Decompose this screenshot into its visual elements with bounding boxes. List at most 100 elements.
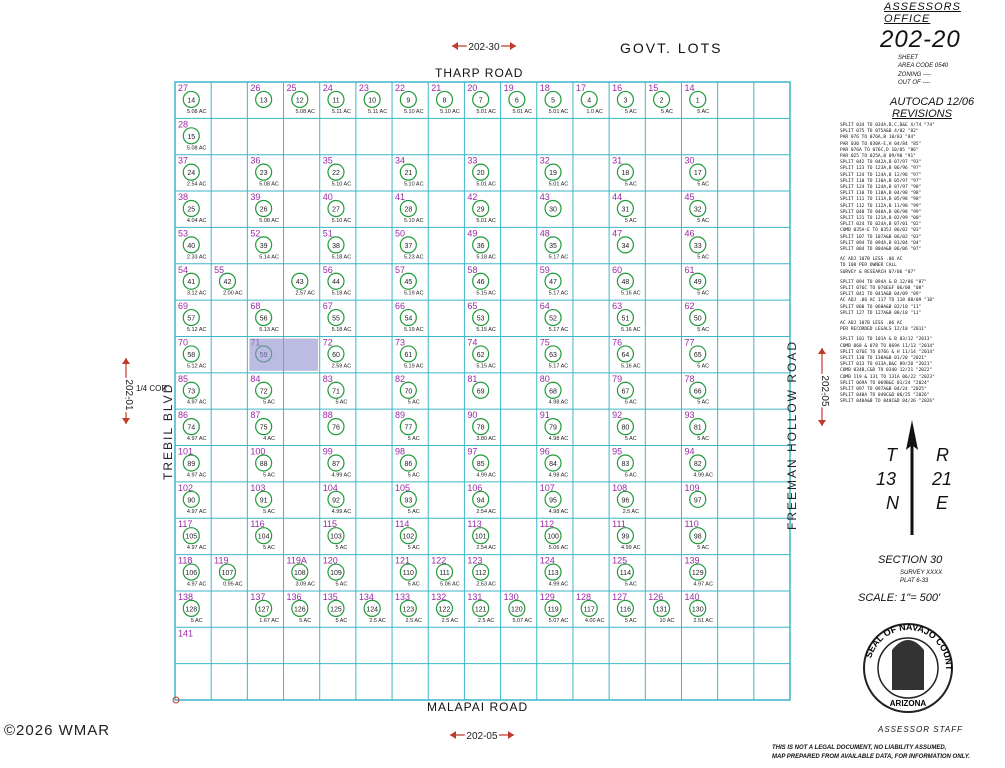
parcel-number: 110 <box>403 570 414 577</box>
parcel-circle <box>182 199 200 218</box>
parcel-circle <box>544 418 562 436</box>
revision-entry: PAR 030 TO 030A-E,H 04/84 "85" <box>840 141 922 147</box>
parcel-number: 48 <box>621 279 629 286</box>
parcel-acreage: 5.19 AC <box>404 327 424 333</box>
parcel-circle <box>182 418 200 436</box>
parcel-number: 92 <box>332 497 340 504</box>
parcel-id: 128 <box>576 592 591 602</box>
parcel-circle <box>472 163 490 181</box>
parcel-circle <box>544 345 562 363</box>
parcel-circle <box>399 381 417 399</box>
parcel-acreage: 5 AC <box>625 218 637 224</box>
parcel-acreage: 5.10 AC <box>440 109 460 115</box>
parcel-id: 96 <box>540 447 550 457</box>
parcel-circle <box>399 345 417 363</box>
parcel-acreage: 2.33 AC <box>187 254 207 260</box>
out-of: OUT OF ---- <box>898 80 931 86</box>
township-number: 13 <box>876 469 897 489</box>
parcel-circle <box>327 454 345 472</box>
parcel-number: 57 <box>187 316 195 323</box>
parcel-acreage: 5.16 AC <box>621 363 641 369</box>
parcel-number: 15 <box>187 134 195 141</box>
parcel-acreage: 5.10 AC <box>404 182 424 188</box>
parcel-id: 14 <box>684 83 694 93</box>
parcel-circle <box>616 490 634 508</box>
parcel-acreage: 5 AC <box>661 109 673 115</box>
parcel-acreage: 5 AC <box>697 327 709 333</box>
parcel-acreage: 3.12 AC <box>187 291 207 297</box>
parcel-circle <box>544 199 562 218</box>
parcel-acreage: 5.01 AC <box>549 182 569 188</box>
parcel-circle <box>327 599 345 617</box>
parcel-number: 90 <box>187 497 195 504</box>
parcel-acreage: 5.19 AC <box>404 291 424 297</box>
revision-entry: SPLIT 124 TO 124A,B 07/97 "98" <box>840 185 922 190</box>
parcel-id: 60 <box>612 265 622 275</box>
scale-label: SCALE: 1"= 500' <box>858 592 941 604</box>
parcel-id: 94 <box>684 447 694 457</box>
parcel-acreage: 5.15 AC <box>476 363 496 369</box>
parcel-acreage: 2.59 AC <box>332 363 352 369</box>
parcel-circle <box>652 90 671 109</box>
parcel-number: 45 <box>404 279 412 286</box>
assessors-office-title: ASSESSORS OFFICE <box>884 1 961 25</box>
parcel-number: 88 <box>260 461 268 468</box>
parcel-circle <box>544 163 562 181</box>
parcel-id: 113 <box>467 519 481 529</box>
revision-entry: SPLIT 040A TO 040C&D 06/25 "2026" <box>840 393 930 399</box>
parcel-circle <box>472 527 490 545</box>
parcel-acreage: 4 AC <box>263 436 275 442</box>
parcel-acreage: 4.99 AC <box>549 581 569 587</box>
parcel-circle <box>255 90 273 109</box>
parcel-acreage: 5.07 AC <box>549 618 569 624</box>
parcel-number: 47 <box>549 279 557 286</box>
parcel-id: 115 <box>323 519 337 529</box>
parcel-acreage: 2.5 AC <box>406 618 423 624</box>
parcel-number: 99 <box>621 534 629 541</box>
parcel-acreage: 4.97 AC <box>187 545 207 551</box>
revision-entry: SPLIT 121 TO 121A,B 02/99 "00" <box>840 216 922 221</box>
revision-entry: COMB 068 & 078 TO 069A 11/13 "2014" <box>840 343 935 349</box>
parcel-acreage: 5 AC <box>299 618 311 624</box>
parcel-acreage: 5.13 AC <box>259 327 279 333</box>
parcel-circle <box>255 418 273 436</box>
parcel-acreage: 5.12 AC <box>187 327 207 333</box>
parcel-id: 141 <box>178 628 193 638</box>
parcel-circle <box>327 345 345 363</box>
parcel-acreage: 5.10 AC <box>332 182 352 188</box>
parcel-id: 44 <box>612 192 622 202</box>
parcel-id: 129 <box>540 592 555 602</box>
parcel-acreage: 2.00 AC <box>223 291 243 297</box>
parcel-id: 43 <box>540 192 550 202</box>
revision-entry: SPLIT 130 TO 130A&B 01/20 "2021" <box>840 356 927 361</box>
parcel-acreage: 5.01 AC <box>549 109 569 115</box>
parcel-circle <box>616 454 634 472</box>
parcel-id: 45 <box>684 192 694 202</box>
parcel-id: 24 <box>323 83 333 93</box>
township-t: T <box>886 445 897 465</box>
parcel-circle <box>399 418 417 436</box>
parcel-number: 109 <box>330 570 342 577</box>
parcel-id: 18 <box>540 83 550 93</box>
